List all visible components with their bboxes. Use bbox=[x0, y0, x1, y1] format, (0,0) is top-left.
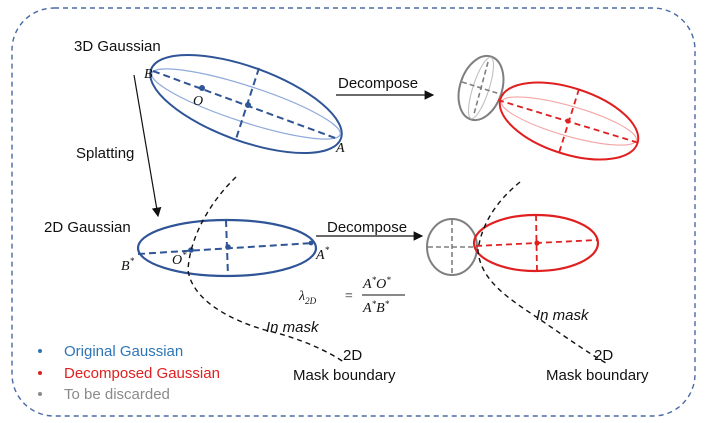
in-mask-label-right: In mask bbox=[536, 307, 590, 324]
point-o-star-label: O* bbox=[172, 250, 187, 268]
svg-text:=: = bbox=[344, 289, 353, 304]
mask-boundary-label-left-line1: 2D bbox=[343, 347, 362, 364]
legend-text-discarded: To be discarded bbox=[64, 386, 170, 403]
decomposed-gaussian-3d bbox=[497, 81, 640, 161]
gaussian-3d-inner-contour bbox=[151, 68, 341, 140]
outer-frame bbox=[11, 7, 696, 417]
decompose-label-top: Decompose bbox=[338, 75, 418, 92]
gaussian-2d-major-axis bbox=[137, 242, 314, 255]
mask-boundary-curve-left bbox=[187, 176, 346, 364]
gaussian-3d-label: 3D Gaussian bbox=[74, 38, 161, 55]
legend-text-decomposed: Decomposed Gaussian bbox=[64, 365, 220, 382]
decompose-label-bottom: Decompose bbox=[327, 219, 407, 236]
legend-bullet-original bbox=[38, 349, 42, 353]
splatting-arrow bbox=[133, 74, 162, 218]
decomposed-gaussian-2d bbox=[472, 213, 600, 273]
legend-text-original: Original Gaussian bbox=[64, 343, 183, 360]
gaussian-3d-point-o bbox=[199, 85, 205, 91]
point-b-star-label: B* bbox=[121, 256, 135, 274]
lambda-formula: λ2D = A*O* A*B* bbox=[298, 275, 405, 316]
gaussian-2d-label: 2D Gaussian bbox=[44, 219, 131, 236]
mask-boundary-label-left-line2: Mask boundary bbox=[293, 367, 396, 384]
legend: Original Gaussian Decomposed Gaussian To… bbox=[38, 343, 220, 403]
point-o-label: O bbox=[193, 94, 203, 109]
legend-bullet-decomposed bbox=[38, 371, 42, 375]
discarded-gaussian-3d bbox=[457, 54, 505, 122]
legend-item-original: Original Gaussian bbox=[38, 343, 183, 360]
gaussian-2d bbox=[136, 218, 318, 278]
point-b-label: B bbox=[144, 67, 153, 82]
splatting-label: Splatting bbox=[76, 145, 134, 162]
mask-boundary-curve-right bbox=[477, 181, 607, 364]
mask-boundary-label-right-line2: Mask boundary bbox=[546, 367, 649, 384]
point-a-star-label: A* bbox=[315, 245, 330, 263]
mask-boundary-label-right-line1: 2D bbox=[594, 347, 613, 364]
gaussian-3d-center-point bbox=[245, 102, 251, 108]
svg-text:A*O*: A*O* bbox=[362, 275, 391, 292]
svg-text:A*B*: A*B* bbox=[362, 299, 390, 316]
legend-bullet-discarded bbox=[38, 392, 42, 396]
legend-item-discarded: To be discarded bbox=[38, 386, 170, 403]
legend-item-decomposed: Decomposed Gaussian bbox=[38, 365, 220, 382]
in-mask-label-left: In mask bbox=[266, 319, 320, 336]
point-a-label: A bbox=[335, 141, 345, 156]
gaussian-3d bbox=[149, 53, 343, 155]
svg-text:λ2D: λ2D bbox=[298, 289, 317, 306]
discarded-gaussian-2d bbox=[426, 218, 478, 276]
